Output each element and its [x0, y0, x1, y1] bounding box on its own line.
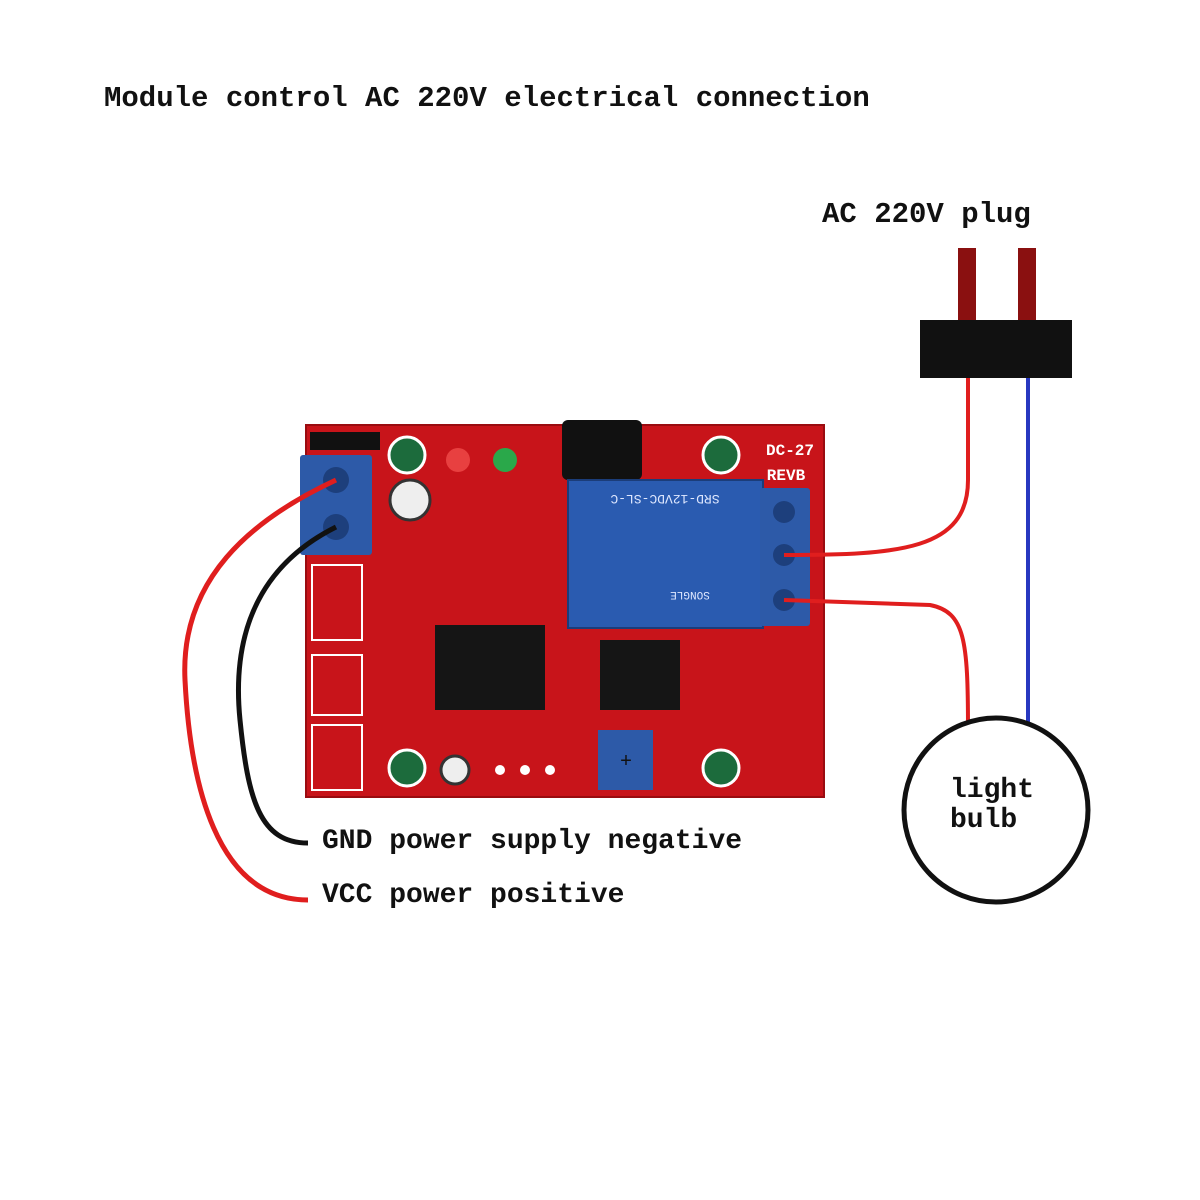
relay-brand-text: SONGLE: [670, 588, 710, 600]
green-led: [493, 448, 517, 472]
ac-plug-icon: [920, 248, 1072, 378]
page-title: Module control AC 220V electrical connec…: [104, 82, 870, 115]
relay-module-board: + SRD-12VDC-SL-C SONGLE DC-27 REVB: [300, 420, 825, 798]
input-terminal-block: [300, 455, 372, 555]
gnd-label: GND power supply negative: [322, 826, 743, 857]
relay: [567, 479, 764, 629]
potentiometer: [598, 730, 653, 790]
red-led: [446, 448, 470, 472]
svg-text:+: +: [620, 751, 632, 774]
board-revision: REVB: [767, 467, 806, 485]
gnd-wire: [236, 524, 338, 846]
live-wire-to-relay: [783, 378, 970, 557]
ic-chip: [435, 625, 545, 710]
bulb-label: light bulb: [950, 775, 1035, 836]
vcc-label: VCC power positive: [322, 880, 625, 911]
relay-model-text: SRD-12VDC-SL-C: [610, 491, 719, 506]
vcc-wire: [182, 477, 338, 903]
relay-to-bulb-wire: [783, 598, 970, 731]
board-model: DC-27: [766, 442, 814, 460]
ic-chip: [600, 640, 680, 710]
plug-label: AC 220V plug: [822, 198, 1031, 231]
light-bulb-icon: [901, 715, 1091, 905]
